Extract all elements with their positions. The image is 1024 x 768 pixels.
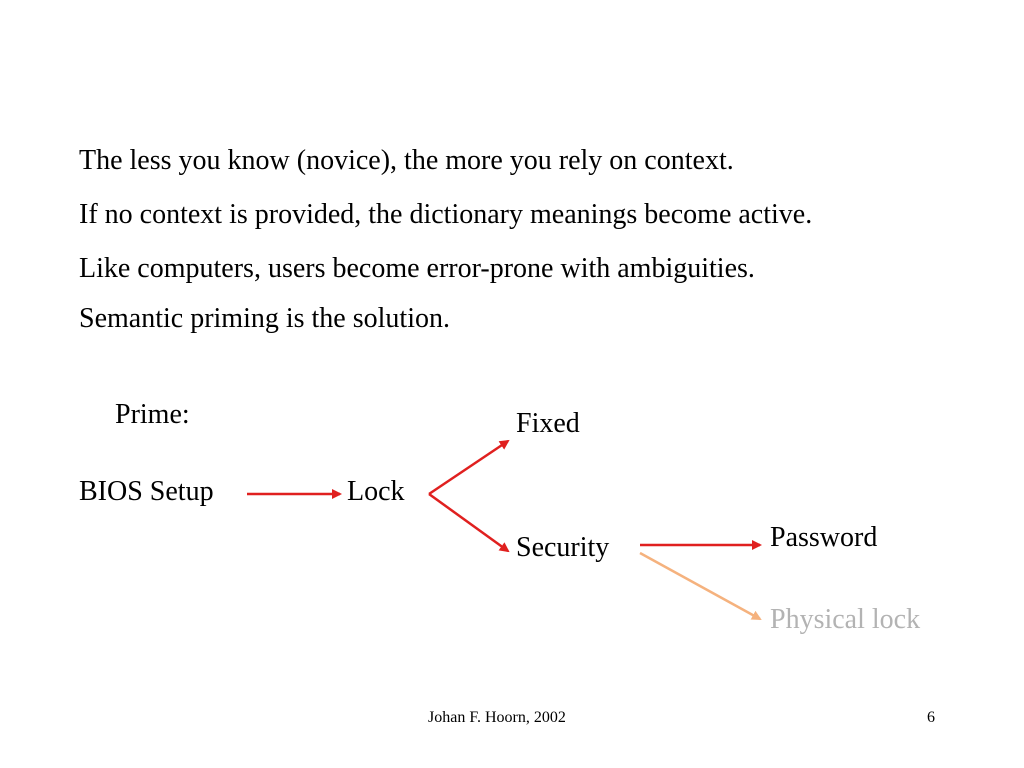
footer-page-number: 6 — [927, 709, 935, 726]
node-physical-lock: Physical lock — [770, 604, 921, 635]
bullet-line-3: Like computers, users become error-prone… — [79, 253, 755, 284]
bullet-line-1: The less you know (novice), the more you… — [79, 145, 734, 176]
bullet-line-4: Semantic priming is the solution. — [79, 303, 450, 334]
arrow-lock-to-security — [428, 492, 510, 553]
footer-author: Johan F. Hoorn, 2002 — [428, 709, 566, 726]
arrow-lock-to-fixed — [428, 439, 510, 496]
node-password: Password — [770, 522, 878, 553]
arrow-security-to-physical-lock — [639, 551, 762, 621]
node-security: Security — [516, 532, 610, 563]
node-fixed: Fixed — [516, 408, 580, 439]
node-bios-setup: BIOS Setup — [79, 476, 214, 507]
bullet-line-2: If no context is provided, the dictionar… — [79, 199, 813, 230]
node-lock: Lock — [347, 476, 405, 507]
prime-label: Prime: — [115, 399, 190, 430]
